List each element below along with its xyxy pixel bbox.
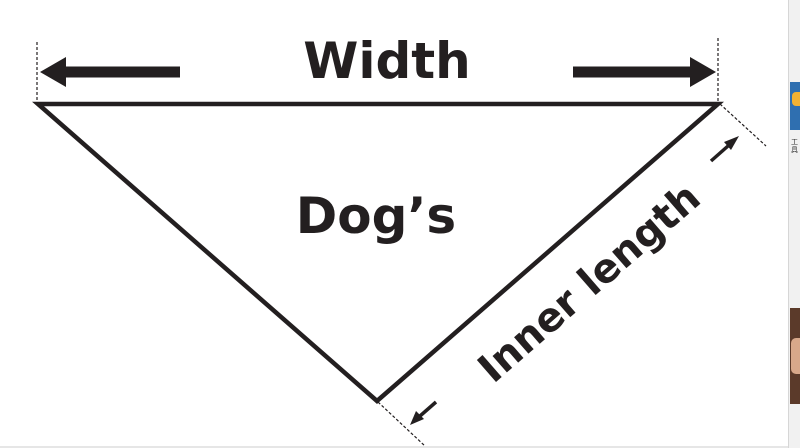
dogs-label: Dog’s [296, 187, 456, 245]
inner-length-top-arrow [709, 136, 739, 163]
inner-length-top-extension-line [719, 103, 767, 147]
adjacent-strip-text: 工具 [791, 138, 798, 154]
width-left-arrow [40, 57, 180, 87]
inner-length-bottom-extension-line [377, 401, 426, 447]
bottom-edge-divider [0, 446, 788, 448]
width-right-arrow [573, 57, 716, 87]
inner-length-bottom-arrow [410, 400, 438, 425]
adjacent-thumbnail-icon [790, 82, 800, 130]
adjacent-photo-thumbnail [790, 308, 800, 404]
inner-length-label: Inner length [470, 174, 710, 392]
bandana-triangle-outline [32, 101, 725, 404]
width-label: Width [303, 32, 471, 90]
